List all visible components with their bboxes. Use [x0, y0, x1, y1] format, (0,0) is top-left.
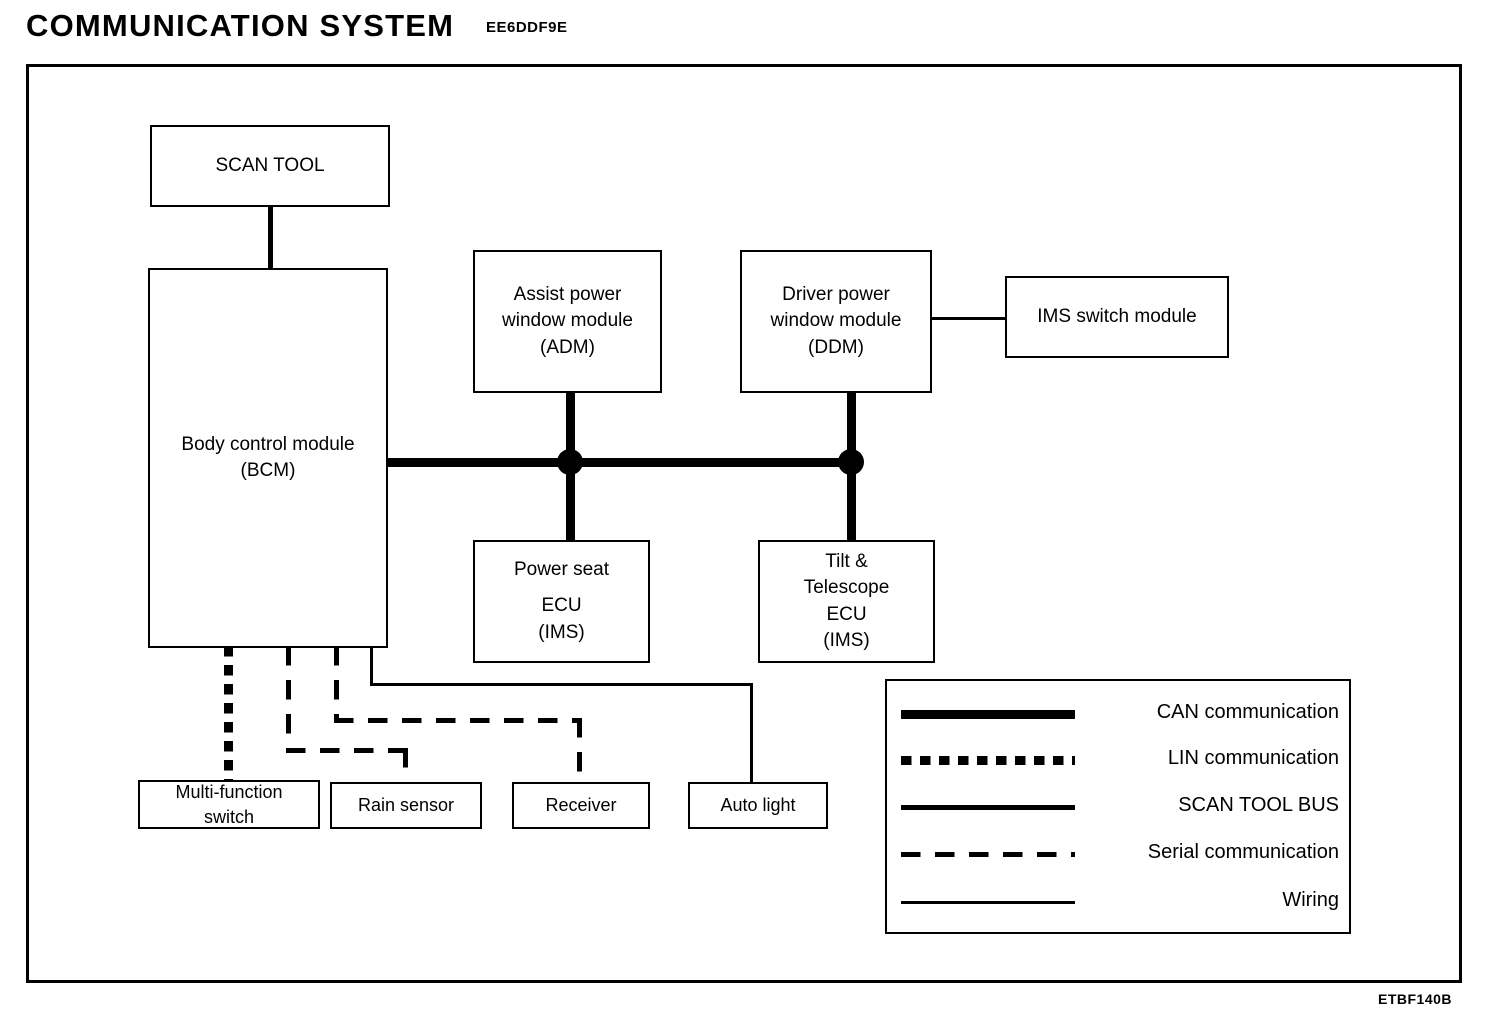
node-assist-power-window-module[interactable]: Assist power window module (ADM) [473, 250, 662, 393]
legend-row-wiring: Wiring [887, 881, 1353, 923]
node-scan-tool-line-1: SCAN TOOL [215, 154, 325, 176]
legend-sample-serial [901, 833, 1075, 875]
serial-link-rain-sensor-seg1 [286, 646, 291, 752]
node-adm-line-3: (ADM) [540, 336, 595, 358]
can-link-adm [566, 391, 575, 463]
node-ddm-line-3: (DDM) [808, 336, 864, 358]
node-receiver[interactable]: Receiver [512, 782, 650, 829]
node-adm-line-2: window module [502, 310, 633, 332]
legend-row-lin: LIN communication [887, 739, 1353, 781]
node-rain-sensor-line-1: Rain sensor [357, 795, 455, 816]
serial-link-rain-sensor-seg2 [286, 748, 408, 753]
wiring-link-auto-light-seg2 [370, 683, 752, 686]
node-power-seat-line-3: (IMS) [538, 621, 585, 643]
node-auto-light[interactable]: Auto light [688, 782, 828, 829]
legend-sample-scan-tool-bus [901, 786, 1075, 828]
node-power-seat-line-2: ECU [541, 595, 582, 617]
can-junction-dot-ddm [838, 449, 864, 475]
node-multi-function-switch-line-2: switch [203, 806, 254, 827]
legend-label-wiring: Wiring [1282, 889, 1339, 911]
node-multi-function-switch-line-1: Multi-function [175, 781, 283, 802]
legend-sample-wiring [901, 881, 1075, 923]
node-adm-line-1: Assist power [513, 284, 622, 306]
node-bcm-line-2: (BCM) [240, 460, 296, 481]
legend-label-scan-tool-bus: SCAN TOOL BUS [1178, 794, 1339, 816]
serial-link-rain-sensor-seg3 [403, 748, 408, 782]
legend-sample-can [901, 693, 1075, 735]
wiring-link-auto-light-seg3 [750, 683, 753, 782]
serial-link-receiver-seg2 [334, 718, 582, 723]
node-ddm-line-2: window module [770, 310, 902, 332]
title-reference-code: EE6DDF9E [486, 19, 568, 36]
node-power-seat-ecu[interactable]: Power seat ECU (IMS) [473, 540, 650, 663]
node-rain-sensor[interactable]: Rain sensor [330, 782, 482, 829]
legend: CAN communication LIN communication SCAN… [885, 679, 1351, 934]
legend-row-scan-tool-bus: SCAN TOOL BUS [887, 786, 1353, 828]
node-tilt-telescope-ecu[interactable]: Tilt & Telescope ECU (IMS) [758, 540, 935, 663]
wiring-link-auto-light-seg1 [370, 646, 373, 686]
node-receiver-line-1: Receiver [545, 795, 617, 816]
legend-label-lin: LIN communication [1167, 747, 1339, 769]
legend-row-can: CAN communication [887, 693, 1353, 735]
legend-sample-lin [901, 739, 1075, 781]
can-link-tilt-telescope [847, 458, 856, 543]
scan-tool-bus-link [268, 205, 273, 271]
wiring-ddm-to-ims-switch [930, 317, 1008, 320]
node-driver-power-window-module[interactable]: Driver power window module (DDM) [740, 250, 932, 393]
legend-label-serial: Serial communication [1147, 841, 1339, 863]
node-body-control-module[interactable]: Body control module (BCM) [148, 268, 388, 648]
sheet-reference-code: ETBF140B [1378, 991, 1453, 1007]
node-auto-light-line-1: Auto light [720, 795, 796, 816]
legend-row-serial: Serial communication [887, 833, 1353, 875]
can-bus-backbone [386, 458, 856, 467]
legend-label-can: CAN communication [1156, 701, 1339, 723]
can-junction-dot-adm [557, 449, 583, 475]
node-multi-function-switch[interactable]: Multi-function switch [138, 780, 320, 829]
node-tilt-telescope-line-4: (IMS) [823, 629, 870, 651]
page-title: COMMUNICATION SYSTEM [26, 8, 455, 43]
node-tilt-telescope-line-3: ECU [826, 603, 867, 625]
node-bcm-line-1: Body control module [181, 433, 355, 455]
diagram-frame [26, 64, 1462, 983]
node-tilt-telescope-line-1: Tilt & [825, 551, 868, 573]
node-ims-switch-line-1: IMS switch module [1037, 305, 1197, 327]
node-ims-switch-module[interactable]: IMS switch module [1005, 276, 1229, 358]
serial-link-receiver-seg3 [577, 718, 582, 782]
lin-link-multi-function-switch [224, 646, 233, 782]
can-link-power-seat [566, 458, 575, 543]
node-ddm-line-1: Driver power [782, 284, 890, 306]
node-tilt-telescope-line-2: Telescope [803, 577, 890, 599]
node-scan-tool[interactable]: SCAN TOOL [150, 125, 390, 207]
serial-link-receiver-seg1 [334, 646, 339, 722]
node-power-seat-line-1: Power seat [513, 559, 610, 581]
can-link-ddm [847, 391, 856, 463]
